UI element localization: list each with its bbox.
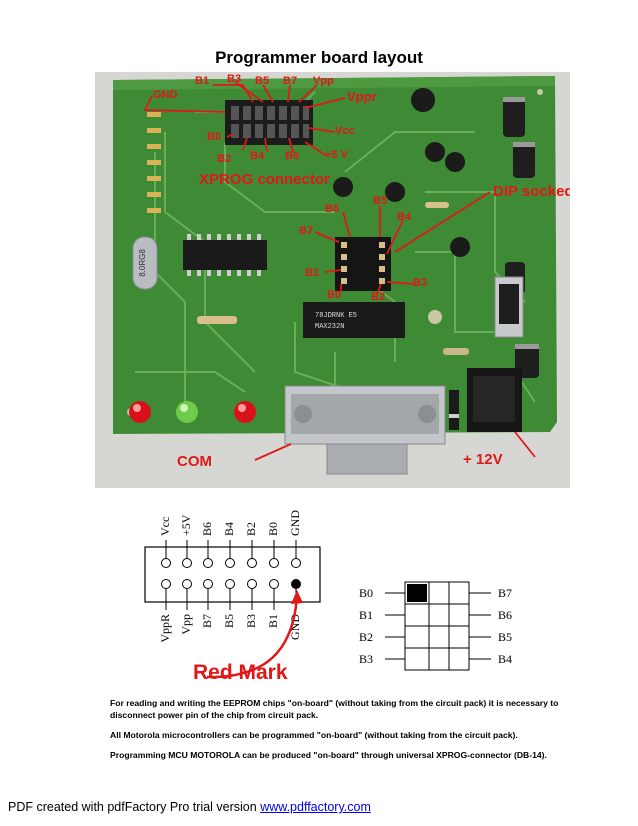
- callout-com: COM: [177, 453, 212, 470]
- conn-bottom-label: GND: [288, 614, 302, 640]
- conn-top-label: Vcc: [158, 517, 172, 536]
- page-title: Programmer board layout: [215, 48, 423, 67]
- svg-text:78JDRNK E5: 78JDRNK E5: [315, 312, 357, 320]
- conn-top-label: B6: [200, 522, 214, 536]
- dip-right-label: B6: [498, 608, 512, 622]
- conn-bottom-label: B7: [200, 614, 214, 628]
- leds: [129, 401, 256, 423]
- callout-b5: B5: [255, 75, 269, 87]
- callout-xprog: XPROG connector: [199, 171, 330, 188]
- dip-right-label: B7: [498, 586, 512, 600]
- callout-dip: DIP socked: [493, 183, 570, 200]
- dip-left-label: B0: [359, 586, 373, 600]
- callout-b7: B7: [283, 75, 297, 87]
- conn-top-label: B2: [244, 522, 258, 536]
- crystal: [132, 236, 158, 290]
- footer: PDF created with pdfFactory Pro trial ve…: [8, 800, 371, 814]
- callout-b4: B4: [250, 150, 265, 162]
- note-xprog: Programming MCU MOTOROLA can be produced…: [110, 750, 547, 760]
- callout-5v: +5 V: [325, 149, 349, 161]
- svg-text:MAX232N: MAX232N: [315, 323, 344, 331]
- callout-12v: + 12V: [463, 451, 503, 468]
- conn-bottom-label: B3: [244, 614, 258, 628]
- footer-link[interactable]: www.pdffactory.com: [260, 800, 371, 814]
- transistor: [411, 88, 436, 112]
- conn-bottom-label: B5: [222, 614, 236, 628]
- callout-dip-b7: B7: [299, 225, 313, 237]
- max232-chip: [303, 302, 405, 338]
- callout-dip-b6: B6: [325, 203, 339, 215]
- note-motorola: All Motorola microcontrollers can be pro…: [110, 730, 518, 740]
- dip-left-label: B1: [359, 608, 373, 622]
- conn-top-label: B4: [222, 522, 236, 536]
- conn-bottom-label: Vpp: [179, 614, 193, 635]
- callout-b2: B2: [217, 153, 231, 165]
- red-mark-arrow: [206, 595, 299, 679]
- callout-b1: B1: [195, 75, 209, 87]
- callout-gnd: GND: [153, 89, 178, 101]
- svg-text:8.0RG8: 8.0RG8: [138, 249, 147, 277]
- pin1-marker: [291, 579, 301, 589]
- dip-right-label: B5: [498, 630, 512, 644]
- dip-left-label: B3: [359, 652, 373, 666]
- callout-dip-b5: B5: [373, 195, 387, 207]
- pinout-diagram: Vcc +5V B6 B4 B2 B0 GND VppR Vpp B7 B5 B…: [144, 510, 512, 684]
- conn-bottom-label: VppR: [158, 614, 172, 643]
- callout-dip-b4: B4: [397, 211, 412, 223]
- conn-top-label: B0: [266, 522, 280, 536]
- callout-dip-b0: B0: [327, 289, 341, 301]
- com-connector: [284, 385, 446, 475]
- dip-left-label: B2: [359, 630, 373, 644]
- red-mark-label: Red Mark: [193, 661, 288, 684]
- board-photo: 8.0RG8 78JDRNK E5 MAX232N: [95, 72, 570, 488]
- conn-bottom-label: B1: [266, 614, 280, 628]
- callout-vpp: Vpp: [313, 75, 334, 87]
- callout-vcc: Vcc: [335, 125, 355, 137]
- callout-b0: B0: [207, 131, 221, 143]
- footer-text: PDF created with pdfFactory Pro trial ve…: [8, 800, 261, 814]
- connector-body: [144, 546, 321, 603]
- callout-b3: B3: [227, 73, 241, 85]
- callout-b6: B6: [285, 150, 299, 162]
- conn-top-label: GND: [288, 510, 302, 536]
- ic-chip-left: [183, 240, 267, 270]
- callout-dip-b1: B1: [305, 267, 319, 279]
- dip-pin1-marker: [407, 584, 427, 602]
- callout-dip-b2: B2: [371, 291, 385, 303]
- conn-top-label: +5V: [179, 514, 193, 536]
- dip-right-label: B4: [498, 652, 512, 666]
- left-pin-header: [147, 112, 161, 213]
- callout-vppr: Vppr: [347, 89, 377, 104]
- dip-pinout: B0 B1 B2 B3 B7 B6 B5 B4: [359, 581, 512, 671]
- callout-dip-b3: B3: [413, 277, 427, 289]
- notes: For reading and writing the EEPROM chips…: [110, 697, 562, 769]
- note-eeprom: For reading and writing the EEPROM chips…: [110, 698, 559, 720]
